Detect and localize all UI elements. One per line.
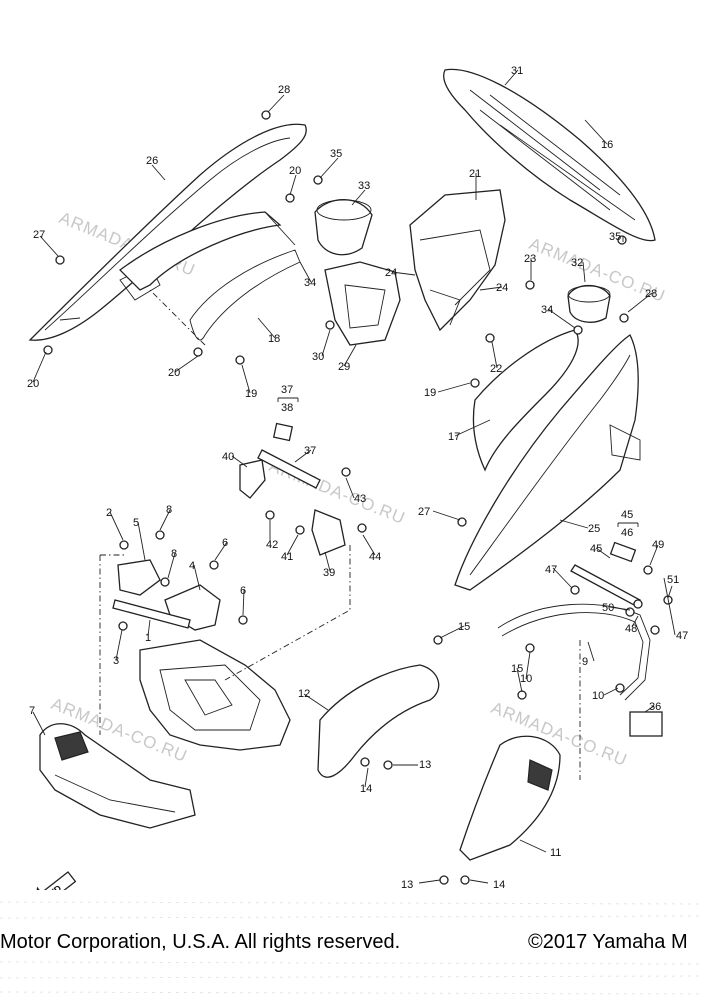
group-brackets [277,397,639,527]
callout-19-right: 19 [424,387,436,399]
callout-7: 7 [29,705,35,717]
part-26-side-cover [28,123,307,341]
callout-21: 21 [469,168,481,180]
part-18-bracket [119,211,301,341]
callout-45-top: 45 [621,509,633,521]
callout-32: 32 [571,257,583,269]
copyright-right: ©2017 Yamaha M [528,931,688,953]
assembly-lines [99,289,581,780]
callout-3: 3 [113,655,119,667]
callout-12: 12 [298,688,310,700]
part-21-inner-panel [409,189,506,332]
callout-35-upper: 35 [330,148,342,160]
callout-27-right: 27 [418,506,430,518]
callout-24-right: 24 [496,282,508,294]
callout-50: 50 [602,602,614,614]
callout-6-lower: 6 [240,585,246,597]
callout-28-right: 28 [645,288,657,300]
callout-43: 43 [354,493,366,505]
callout-46: 46 [621,527,633,539]
callout-13-mid: 13 [419,759,431,771]
part-1-bar [112,599,191,629]
callout-1: 1 [145,632,151,644]
callout-11: 11 [550,847,561,859]
callout-35-right: 35 [609,231,621,243]
callout-17: 17 [448,431,460,443]
callout-10-right: 10 [592,690,604,702]
part-31-grille [443,68,656,242]
callout-15-lower: 15 [511,663,523,675]
callout-13-bottom: 13 [401,879,413,891]
callout-44: 44 [369,551,381,563]
callout-19-left: 19 [245,388,257,400]
callout-34-left: 34 [304,277,316,289]
callout-8-lower: 8 [171,548,177,560]
part-45-rod [570,541,663,737]
callout-42: 42 [266,539,278,551]
callout-31: 31 [511,65,523,77]
part-11-lower-cover [459,735,561,861]
frame-body [139,639,291,751]
part-33-cup [314,199,373,256]
callout-20-upper: 20 [289,165,301,177]
part-12-cover [317,664,440,778]
callout-2: 2 [106,507,112,519]
callout-5: 5 [133,517,139,529]
callout-10-left: 10 [520,673,532,685]
callout-23: 23 [524,253,536,265]
callout-26: 26 [146,155,158,167]
callout-30: 30 [312,351,324,363]
callout-39: 39 [323,567,335,579]
callout-6-upper: 6 [222,537,228,549]
callout-36: 36 [649,701,661,713]
callout-8-upper: 8 [166,504,172,516]
callout-16: 16 [601,139,613,151]
callout-27-left: 27 [33,229,45,241]
callout-25: 25 [588,523,600,535]
callout-37: 37 [304,445,316,457]
callout-15-upper: 15 [458,621,470,633]
part-36-label-plate [629,711,663,737]
callout-9: 9 [582,656,588,668]
part-37-rod [239,422,346,556]
callout-28-upper: 28 [278,84,290,96]
callout-51: 51 [667,574,679,586]
callout-29: 29 [338,361,350,373]
callout-22: 22 [490,363,502,375]
copyright-left: Motor Corporation, U.S.A. All rights res… [0,931,400,953]
part-25-side-cover [454,334,641,591]
leader-lines [32,69,676,884]
fasteners [43,110,673,885]
callout-33: 33 [358,180,370,192]
callout-20-left: 20 [27,378,39,390]
part-29-bracket [324,261,401,346]
part-9-bar [497,603,651,701]
callout-47-left: 47 [545,564,557,576]
callout-41: 41 [281,551,293,563]
callout-38: 38 [281,402,293,414]
callouts: 28 26 35 33 20 27 20 20 19 18 34 30 29 3… [27,65,688,891]
callout-49: 49 [652,539,664,551]
callout-14-mid: 14 [360,783,372,795]
callout-24-left: 24 [385,267,397,279]
callout-45: 45 [590,543,602,555]
part-17-panel [472,329,579,472]
part-32-ring [567,284,611,323]
callout-48: 48 [625,623,637,635]
callout-37-top: 37 [281,384,293,396]
callout-34-right: 34 [541,304,553,316]
part-7-front-guard [39,723,196,829]
callout-47-right: 47 [676,630,688,642]
callout-20-mid: 20 [168,367,180,379]
bottom-band [0,890,703,1000]
callout-4: 4 [189,560,195,572]
callout-18: 18 [268,333,280,345]
callout-14-bottom: 14 [493,879,505,891]
copyright: Motor Corporation, U.S.A. All rights res… [0,931,688,953]
callout-40: 40 [222,451,234,463]
